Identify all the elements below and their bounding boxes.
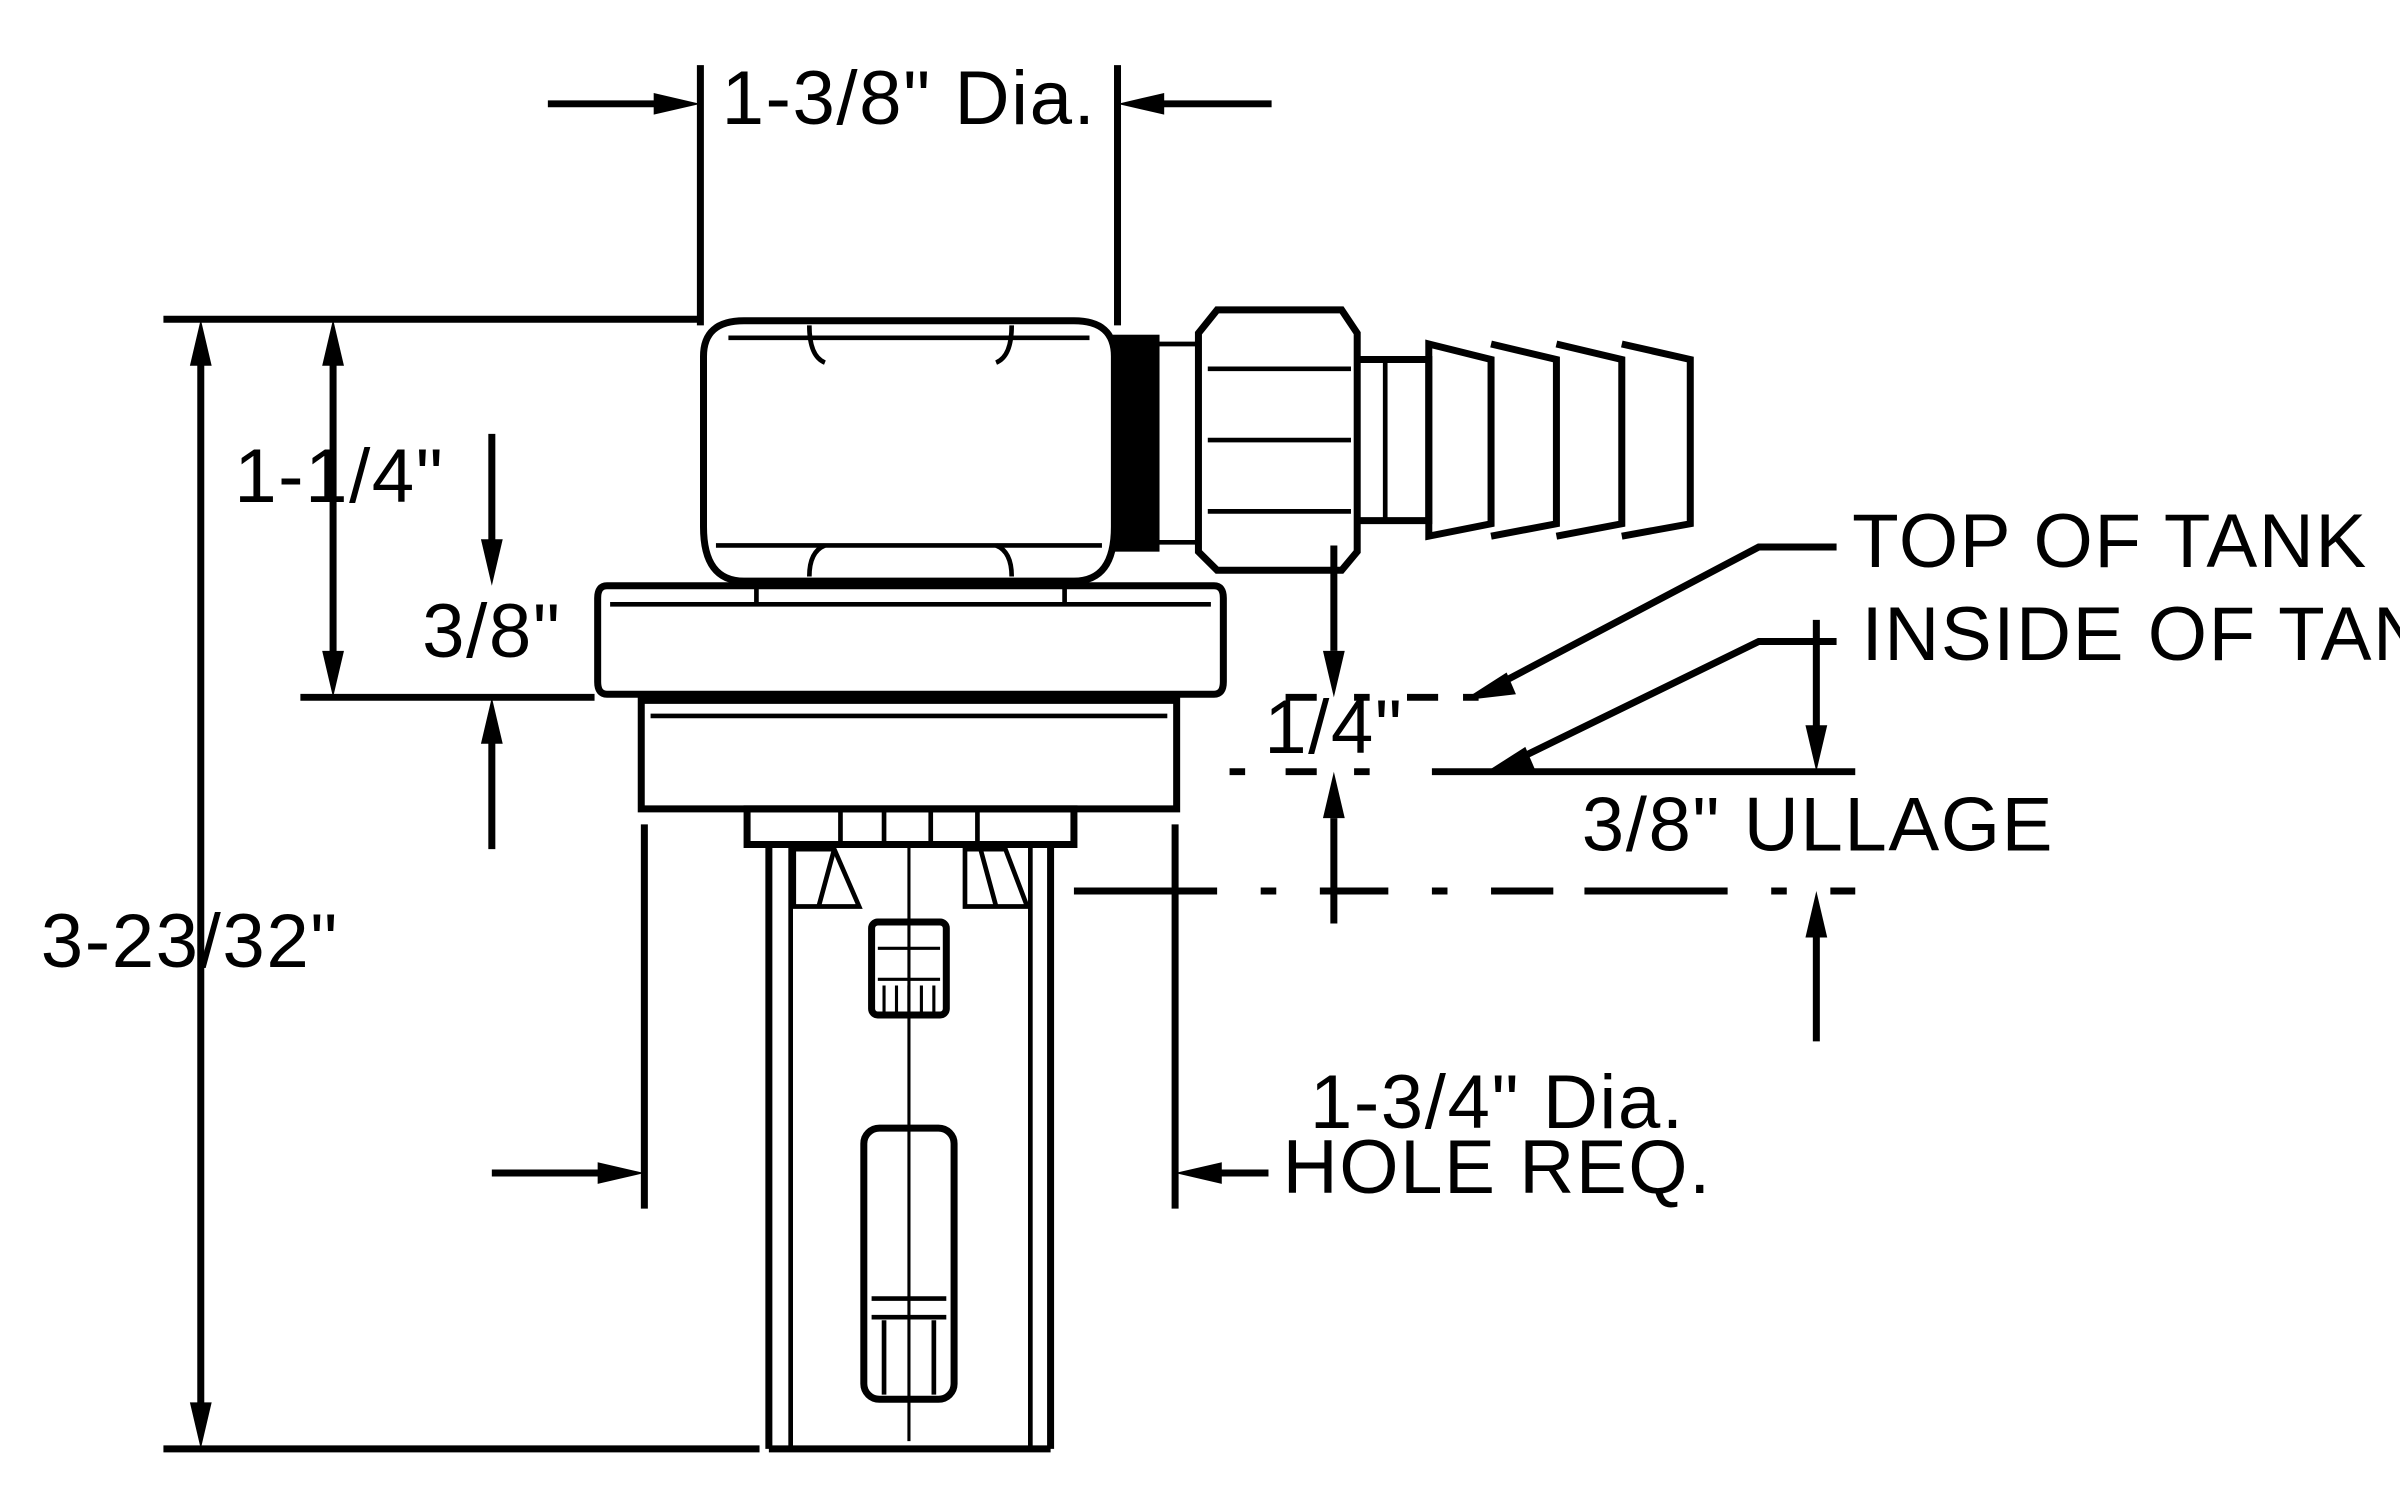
label-hole-dia: 1-3/4" Dia. xyxy=(1310,1060,1685,1145)
dimension-labels: 1-3/8" Dia. 1-1/4" 3/8" 3-23/32" 1/4" TO… xyxy=(41,56,2400,1210)
label-ullage: 3/8" ULLAGE xyxy=(1582,783,2054,868)
upper-flange xyxy=(594,582,1227,698)
label-top-width: 1-3/8" Dia. xyxy=(722,56,1097,141)
hose-barb xyxy=(1357,339,1694,541)
label-hole-required: HOLE REQ. xyxy=(1283,1125,1712,1210)
valve-head xyxy=(700,317,1118,585)
thread-nipple xyxy=(1112,334,1160,552)
float-housing xyxy=(765,844,1055,1453)
mounting-ring xyxy=(637,696,1181,813)
label-tank-wall: 1/4" xyxy=(1264,685,1403,770)
float xyxy=(860,1124,958,1403)
dimension-lines xyxy=(163,65,1856,1453)
label-top-of-tank: TOP OF TANK xyxy=(1852,499,2368,584)
label-flange-thickness: 3/8" xyxy=(422,589,561,674)
label-head-height: 1-1/4" xyxy=(234,434,444,519)
hex-nut xyxy=(1194,306,1361,574)
lower-coupling xyxy=(743,805,1078,849)
valve-body xyxy=(594,306,1694,1453)
label-overall-height: 3-23/32" xyxy=(41,899,339,984)
float-collar xyxy=(868,918,950,1019)
label-inside-of-tank: INSIDE OF TANK xyxy=(1861,592,2400,677)
